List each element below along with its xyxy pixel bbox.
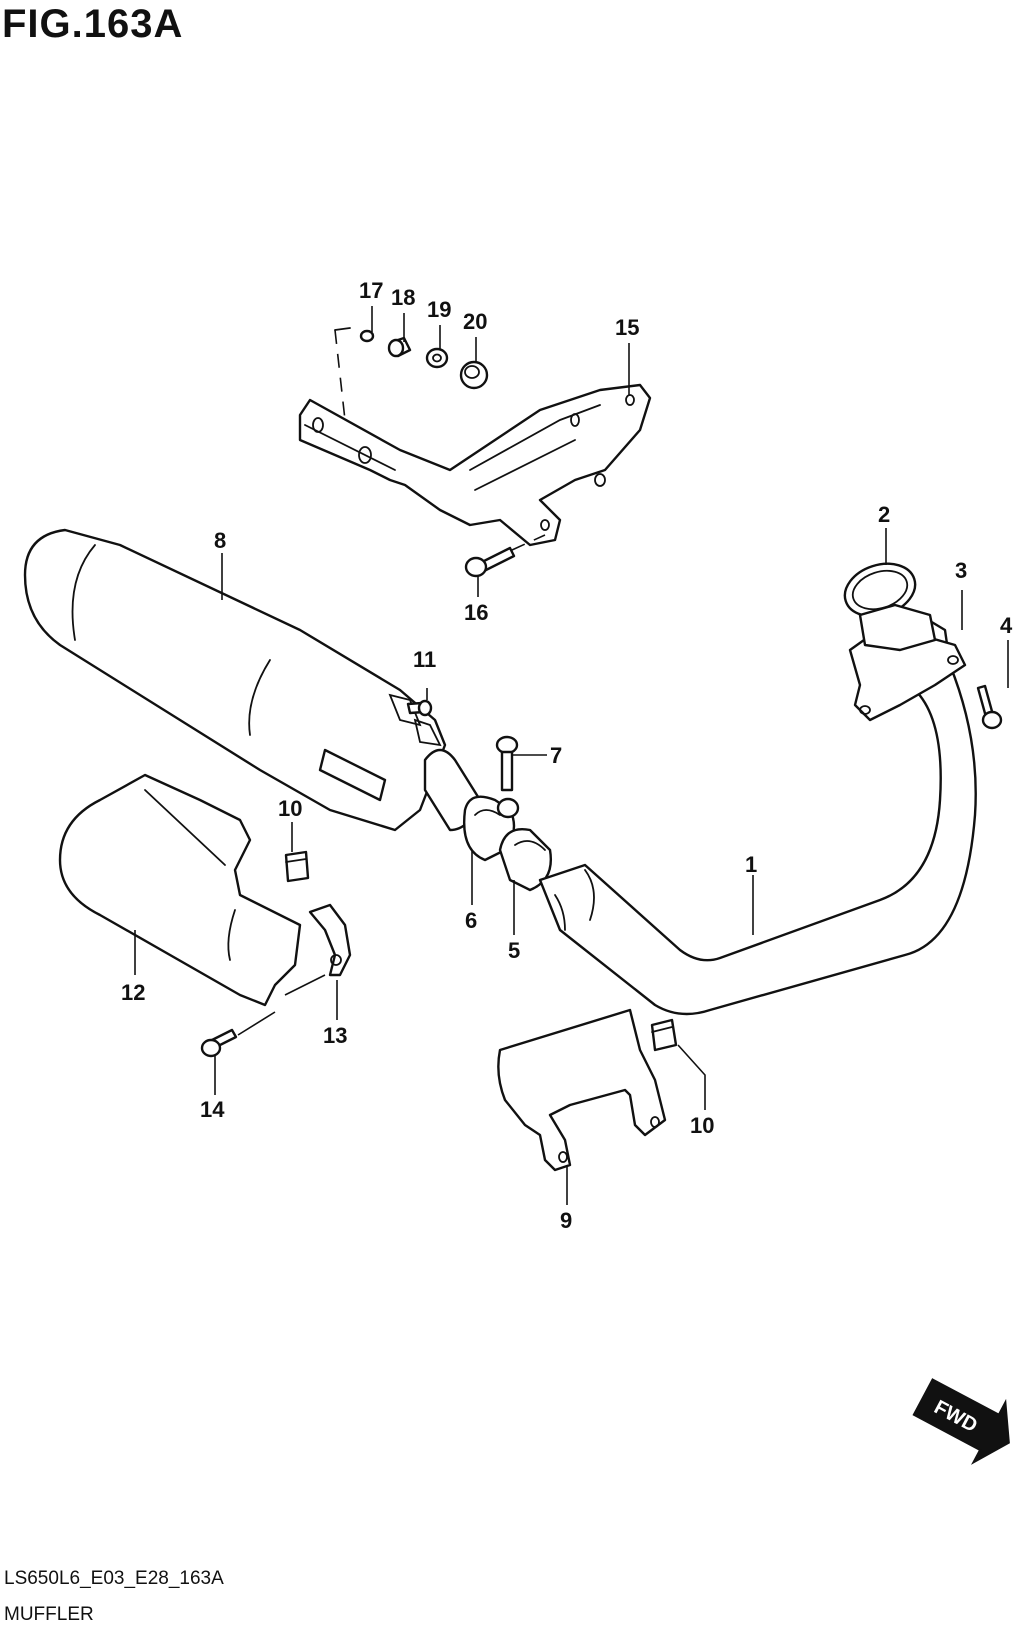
pipe-heat-shield (497, 1008, 667, 1172)
exhaust-pipe (538, 608, 977, 1016)
bolt-7 (495, 735, 519, 792)
callout-12: 12 (121, 980, 145, 1005)
callout-17: 17 (359, 278, 383, 303)
cushion-18 (387, 336, 412, 358)
callout-3: 3 (955, 558, 967, 583)
bolt-14 (200, 1028, 238, 1058)
callout-14: 14 (200, 1097, 225, 1122)
nut-20 (459, 360, 489, 390)
callout-5: 5 (508, 938, 520, 963)
callout-20: 20 (463, 309, 487, 334)
heat-shield-clamp-13 (308, 903, 352, 977)
callout-9: 9 (560, 1208, 572, 1233)
callout-labels: 1 2 3 4 5 6 7 8 9 10 10 11 12 13 14 15 1… (121, 278, 1013, 1233)
callout-2: 2 (878, 502, 890, 527)
gasket-5 (498, 828, 552, 892)
muffler-heat-shield (58, 773, 302, 1007)
washer-19 (425, 347, 449, 369)
spacer-collar-17 (359, 329, 375, 343)
diagram-code: LS650L6_E03_E28_163A (4, 1568, 224, 1589)
callout-10-right: 10 (690, 1113, 714, 1138)
callout-10-left: 10 (278, 796, 302, 821)
callout-11: 11 (413, 647, 436, 672)
callout-6: 6 (465, 908, 477, 933)
callout-19: 19 (427, 297, 451, 322)
callout-18: 18 (391, 285, 415, 310)
muffler-bracket (298, 327, 652, 547)
muffler (23, 528, 482, 832)
stud-bolt-4 (976, 684, 1003, 730)
bolt-16 (464, 534, 546, 578)
callout-4: 4 (1000, 613, 1013, 638)
figure-title: FIG.163A (2, 2, 184, 46)
callout-7: 7 (550, 743, 562, 768)
callout-15: 15 (615, 315, 639, 340)
callout-8: 8 (214, 528, 226, 553)
forward-direction-badge: FWD (912, 1378, 1010, 1465)
section-name: MUFFLER (4, 1604, 94, 1625)
callout-1: 1 (745, 852, 757, 877)
leader-lines (134, 306, 1009, 1205)
callout-16: 16 (464, 600, 488, 625)
cushion-10-left (284, 850, 310, 883)
cushion-10-right (650, 1018, 678, 1052)
screw-11 (406, 699, 433, 717)
callout-13: 13 (323, 1023, 347, 1048)
exhaust-gasket-2 (843, 562, 937, 652)
forward-arrow-icon (912, 1378, 1010, 1465)
